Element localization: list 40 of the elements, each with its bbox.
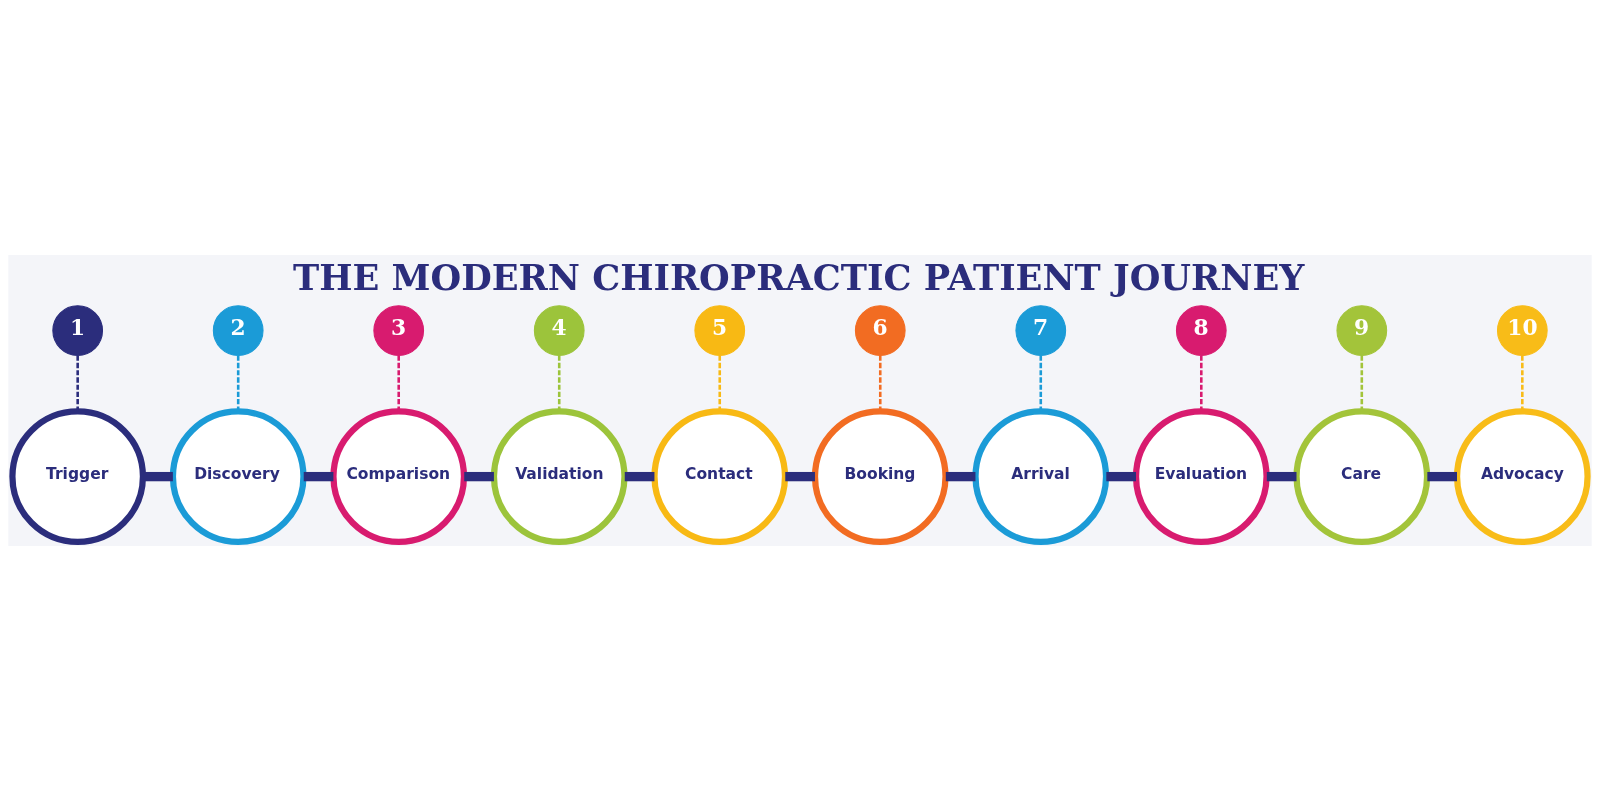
node-circle: Booking: [811, 407, 949, 545]
node-circle: Discovery: [169, 407, 307, 545]
connector: [624, 471, 655, 481]
node-circle: Advocacy: [1453, 407, 1591, 545]
node-circle: Arrival: [972, 407, 1110, 545]
node-circle: Trigger: [9, 407, 147, 545]
node-circle: 7: [1015, 304, 1067, 356]
node-circle: 8: [1175, 304, 1227, 356]
node-circle: Contact: [651, 407, 789, 545]
connector: [1039, 355, 1043, 411]
connector: [76, 355, 79, 411]
connector: [303, 471, 334, 481]
node-circle: 3: [373, 304, 425, 356]
node-circle: 1: [52, 304, 104, 356]
connector: [1360, 355, 1364, 411]
connector: [785, 471, 815, 481]
node-circle: 10: [1496, 304, 1548, 356]
node-circle: 9: [1336, 304, 1388, 356]
connector: [397, 355, 400, 411]
connector: [945, 471, 976, 481]
node-circle: 5: [694, 304, 746, 356]
connector: [464, 471, 494, 481]
connector: [1521, 355, 1524, 411]
node-circle: Care: [1293, 407, 1431, 545]
node-circle: 4: [533, 304, 585, 356]
node-circle: 6: [854, 304, 906, 356]
node-circle: 2: [212, 304, 264, 356]
connector: [878, 355, 882, 411]
connector: [1200, 355, 1203, 411]
diagram-title: THE MODERN CHIROPRACTIC PATIENT JOURNEY: [293, 256, 1305, 298]
node-circle: Evaluation: [1132, 407, 1270, 545]
connector: [1106, 471, 1136, 481]
node-circle: Comparison: [330, 407, 468, 545]
connector: [557, 355, 561, 411]
node-circle: Validation: [490, 407, 628, 545]
connector: [236, 355, 240, 411]
connector: [1427, 471, 1457, 481]
connector: [718, 355, 722, 411]
connector: [143, 471, 173, 481]
connector: [1266, 471, 1297, 481]
